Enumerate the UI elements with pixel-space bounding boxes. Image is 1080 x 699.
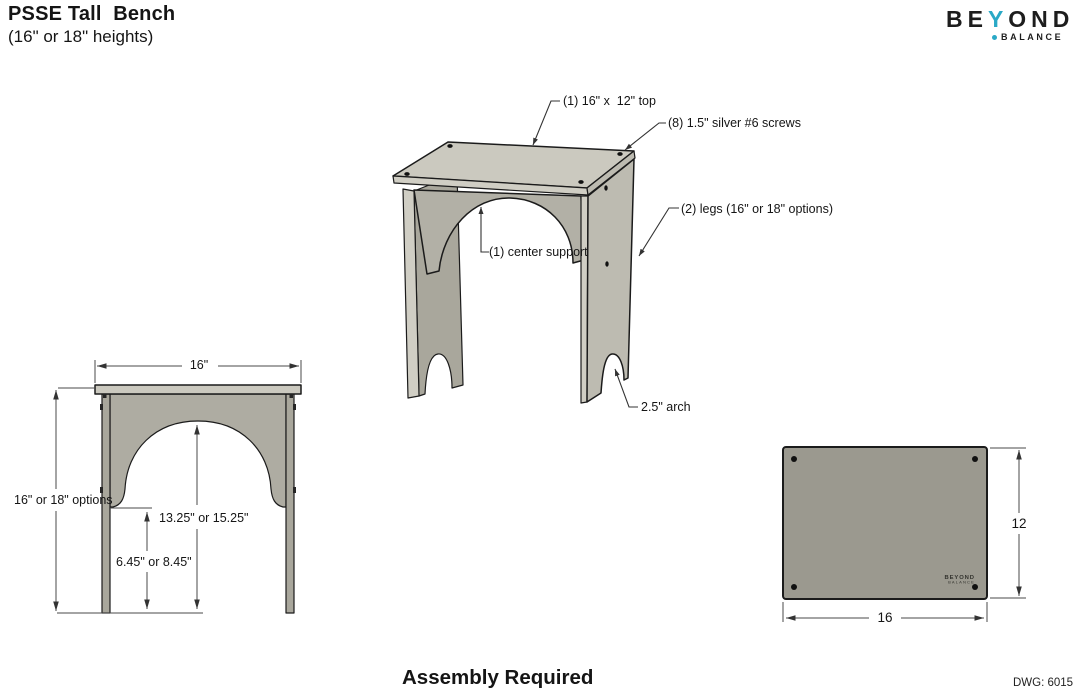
assembly-note: Assembly Required <box>402 666 594 689</box>
screw-mark <box>100 404 103 410</box>
tv-screw <box>791 456 797 462</box>
fv-dimensions <box>53 360 302 614</box>
front-view <box>53 360 302 614</box>
logo-ond: OND <box>1008 6 1075 32</box>
leader-top <box>532 100 560 146</box>
tv-width-label: 16 <box>877 610 893 625</box>
isometric-view <box>392 100 679 408</box>
callout-center-support-label: (1) center support <box>489 245 588 259</box>
page-title: PSSE Tall Bench <box>8 3 176 25</box>
logo-dot-icon <box>992 35 997 40</box>
callout-leaders <box>478 100 679 408</box>
logo-y: Y <box>987 6 1009 32</box>
stamp-balance: BALANCE <box>948 579 975 585</box>
iso-left-leg-front-edge <box>402 188 420 399</box>
iso-center-support-panel <box>413 189 585 275</box>
callout-arch-label: 2.5" arch <box>641 400 691 414</box>
top-screw <box>617 152 623 156</box>
leg-screw <box>604 185 608 191</box>
top-view <box>782 446 1026 622</box>
callout-legs-label: (2) legs (16" or 18" options) <box>681 202 834 216</box>
fv-height-options-label: 16" or 18" options <box>14 493 113 507</box>
fv-support-clearance-label: 6.45" or 8.45" <box>116 555 192 569</box>
leader-legs <box>638 207 679 257</box>
logo-balance: BALANCE <box>1001 32 1064 42</box>
leader-screws <box>624 122 666 151</box>
fv-arch-height-label: 13.25" or 15.25" <box>159 511 249 525</box>
screw-mark <box>293 487 296 493</box>
top-screw <box>447 144 453 148</box>
top-screw <box>404 172 410 176</box>
fv-right-leg <box>285 393 295 614</box>
fv-width-label: 16" <box>189 358 209 372</box>
tv-screw <box>791 584 797 590</box>
leader-arch <box>614 368 638 408</box>
fv-top-board <box>94 384 302 395</box>
logo-be: BE <box>946 6 988 32</box>
top-screw <box>578 180 584 184</box>
tv-depth-label: 12 <box>1011 516 1027 531</box>
stamp-beyond: BEYOND <box>944 573 975 581</box>
drawing-number: DWG: 6015 <box>1013 677 1074 689</box>
fv-center-support <box>109 393 287 508</box>
leg-screw <box>605 261 609 267</box>
leader-center-support <box>478 207 489 253</box>
screw-mark <box>100 487 103 493</box>
logo-wordmark: BEYOND <box>946 6 1074 33</box>
tv-dimensions <box>782 447 1026 622</box>
tv-screw <box>972 456 978 462</box>
callout-screws-label: (8) 1.5" silver #6 screws <box>668 116 801 130</box>
brand-logo: BEYOND BALANCE <box>946 6 1076 48</box>
screw-mark <box>289 394 293 398</box>
tv-screw <box>972 584 978 590</box>
iso-right-leg-outer-face <box>586 158 635 403</box>
tv-top-panel <box>782 446 988 600</box>
screw-mark <box>103 394 107 398</box>
iso-bench-top-right-edge <box>586 150 636 196</box>
tv-brand-stamp: BEYOND BALANCE <box>938 574 975 584</box>
page-subtitle: (16" or 18" heights) <box>8 27 154 46</box>
screw-mark <box>293 404 296 410</box>
callout-top-label: (1) 16" x 12" top <box>563 94 656 108</box>
